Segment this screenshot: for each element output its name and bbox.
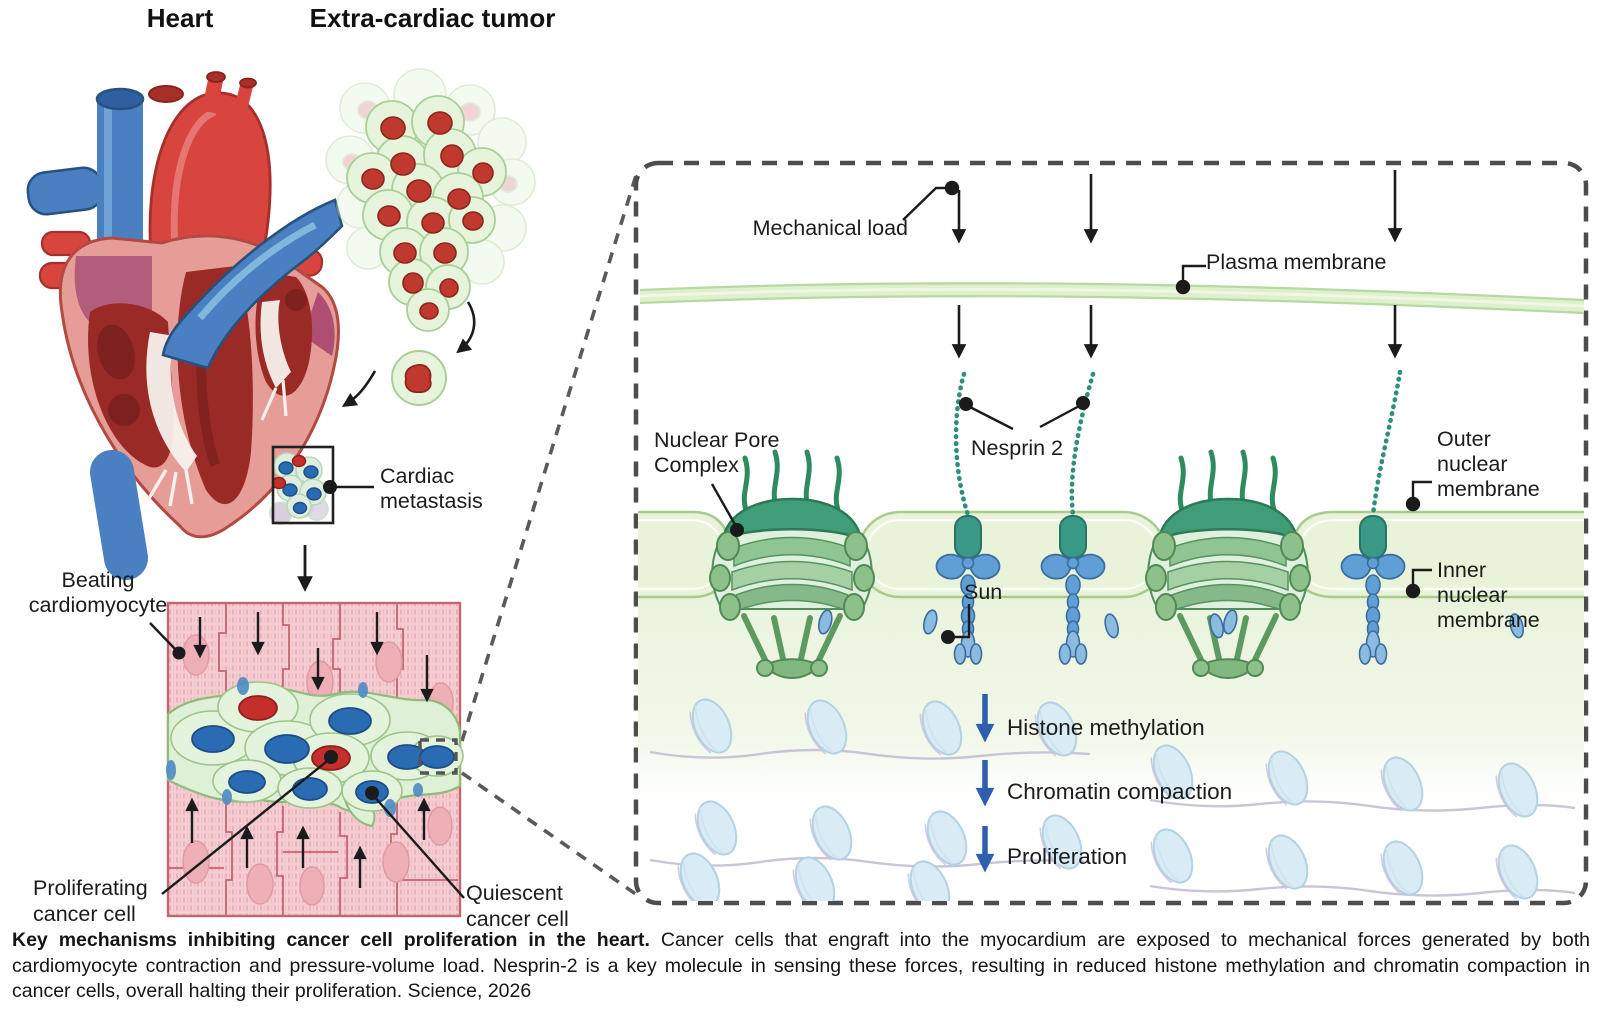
left-label-connectors: [149, 622, 465, 899]
tissue-panel: [166, 601, 464, 918]
cardiac-metastasis: [269, 445, 374, 525]
figure-caption: Key mechanisms inhibiting cancer cell pr…: [12, 928, 1590, 1005]
sun-label: Sun: [964, 580, 1003, 604]
zoom-lens-lines: [460, 171, 642, 899]
pulmonary-artery: [161, 198, 344, 370]
chromatin-compaction-label: Chromatin compaction: [1007, 779, 1233, 804]
box-label-connectors: [710, 180, 1432, 644]
histone-methylation-label: Histone methylation: [1007, 715, 1205, 740]
linc-complex-1: [815, 371, 1122, 665]
nesprin-2-label: Nesprin 2: [971, 436, 1064, 460]
proliferation-label: Proliferation: [1007, 844, 1128, 869]
nesprin-2-chain: [953, 371, 971, 518]
detach-arrow: [456, 301, 476, 354]
focus-rect: [418, 738, 458, 775]
inferior-vena-cava: [90, 450, 148, 580]
plasma-membrane: [639, 282, 1584, 315]
mechanical-load-label: Mechanical load: [752, 216, 908, 240]
heart-title: Heart: [146, 3, 214, 33]
circulating-cancer-cell: [341, 301, 476, 407]
tumor-title: Extra-cardiac tumor: [309, 3, 556, 33]
seed-arrow: [341, 370, 377, 407]
quiescent-nuclei: [191, 707, 455, 804]
caption-bold: Key mechanisms inhibiting cancer cell pr…: [12, 929, 650, 951]
outer-nuclear-membrane-label: Outer nuclear membrane: [1437, 427, 1540, 501]
nesprin-2-chain: [1069, 371, 1096, 518]
linc-complex-2: [920, 371, 1227, 665]
caption-body: Cancer cells that engraft into the myoca…: [12, 929, 1590, 1003]
contraction-arrows: [185, 612, 434, 888]
mechanical-load-arrows: [951, 170, 1403, 359]
inner-nuclear-membrane-label: Inner nuclear membrane: [1437, 558, 1540, 632]
tumor-cluster: [325, 68, 536, 332]
heart-illustration: [26, 71, 344, 580]
plasma-membrane-label: Plasma membrane: [1206, 250, 1387, 274]
